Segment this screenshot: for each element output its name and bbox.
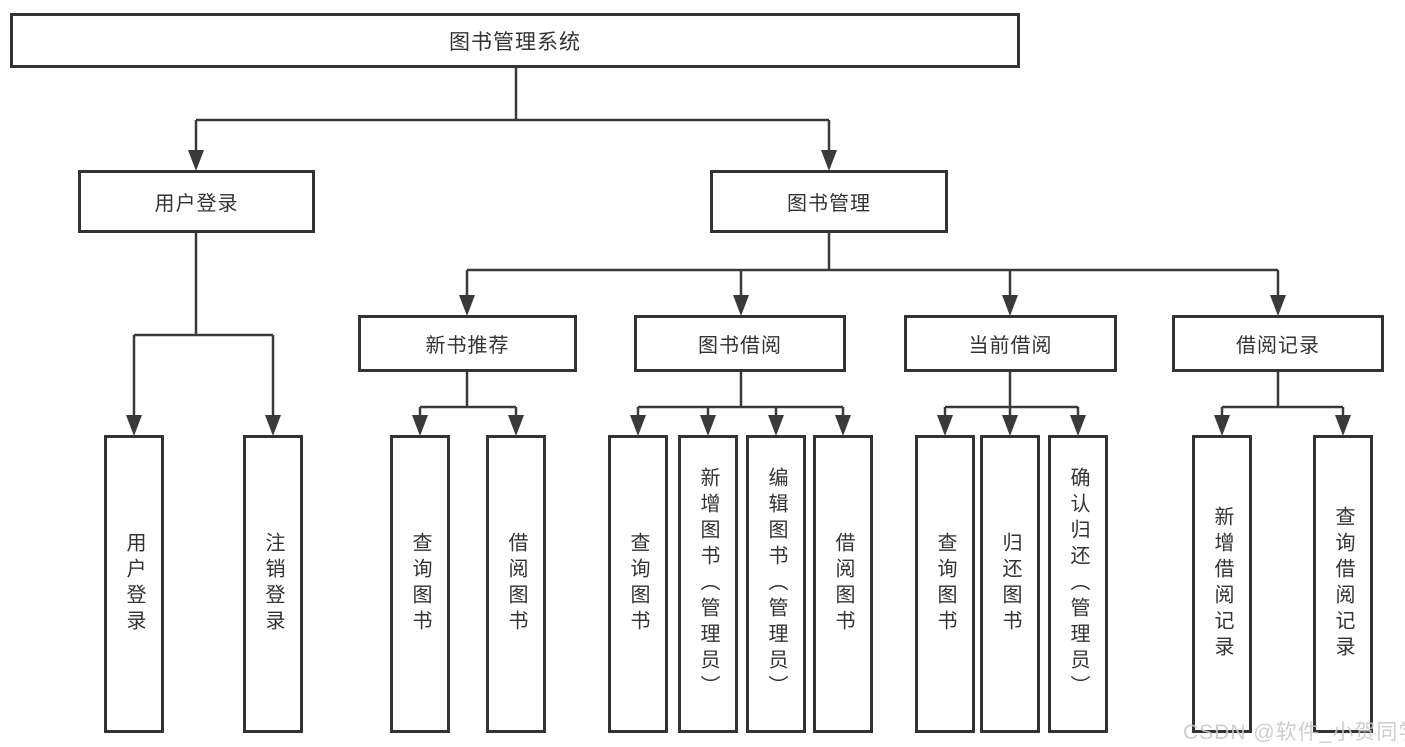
connector-user-login-children — [132, 233, 275, 417]
node-label: 编辑图书（管理员） — [765, 467, 787, 701]
connector-new-book-recommend-children — [418, 372, 518, 417]
node-book-borrow: 图书借阅 — [634, 315, 846, 372]
csdn-watermark: CSDN @软件_小贺同学 — [1183, 721, 1405, 744]
leaf-confirm-return-admin: 确认归还（管理员） — [1048, 435, 1108, 733]
node-label: 借阅图书 — [832, 532, 854, 636]
node-label: 借阅记录 — [1236, 335, 1320, 357]
node-label: 借阅图书 — [505, 532, 527, 636]
node-library-management-system: 图书管理系统 — [10, 13, 1020, 68]
node-label: 注销登录 — [262, 532, 284, 636]
node-label: 查询图书 — [627, 532, 649, 636]
node-label: 用户登录 — [123, 532, 145, 636]
node-label: 图书借阅 — [698, 335, 782, 357]
leaf-query-books: 查询图书 — [915, 435, 975, 733]
node-label: 新增借阅记录 — [1211, 506, 1233, 662]
node-book-management: 图书管理 — [710, 170, 948, 233]
leaf-logout: 注销登录 — [243, 435, 303, 733]
leaf-query-borrow-record: 查询借阅记录 — [1313, 435, 1373, 733]
leaf-borrow-books: 借阅图书 — [813, 435, 873, 733]
node-label: 图书管理系统 — [449, 30, 581, 54]
connector-book-management-children — [465, 233, 1280, 297]
node-label: 当前借阅 — [968, 335, 1053, 357]
node-new-book-recommend: 新书推荐 — [358, 315, 577, 372]
leaf-query-books: 查询图书 — [390, 435, 450, 733]
node-label: 查询图书 — [409, 532, 431, 636]
connector-borrow-records-children — [1220, 372, 1345, 417]
connector-root-to-level2 — [194, 68, 831, 152]
node-current-borrow: 当前借阅 — [904, 315, 1117, 372]
node-label: 图书管理 — [787, 193, 871, 215]
leaf-return-books: 归还图书 — [980, 435, 1040, 733]
leaf-borrow-books: 借阅图书 — [486, 435, 546, 733]
node-label: 新书推荐 — [425, 335, 510, 357]
leaf-add-books-admin: 新增图书（管理员） — [678, 435, 738, 733]
connector-current-borrow-children — [943, 372, 1080, 417]
leaf-add-borrow-record: 新增借阅记录 — [1192, 435, 1252, 733]
node-label: 确认归还（管理员） — [1067, 467, 1089, 701]
leaf-user-login: 用户登录 — [104, 435, 164, 733]
node-label: 新增图书（管理员） — [697, 467, 719, 701]
node-label: 查询借阅记录 — [1332, 506, 1354, 662]
connector-book-borrow-children — [636, 372, 845, 417]
leaf-edit-books-admin: 编辑图书（管理员） — [746, 435, 806, 733]
leaf-query-books: 查询图书 — [608, 435, 668, 733]
node-label: 查询图书 — [934, 532, 956, 636]
node-label: 归还图书 — [999, 532, 1021, 636]
node-borrow-records: 借阅记录 — [1172, 315, 1384, 372]
node-user-login: 用户登录 — [78, 170, 315, 233]
node-label: 用户登录 — [154, 193, 239, 215]
